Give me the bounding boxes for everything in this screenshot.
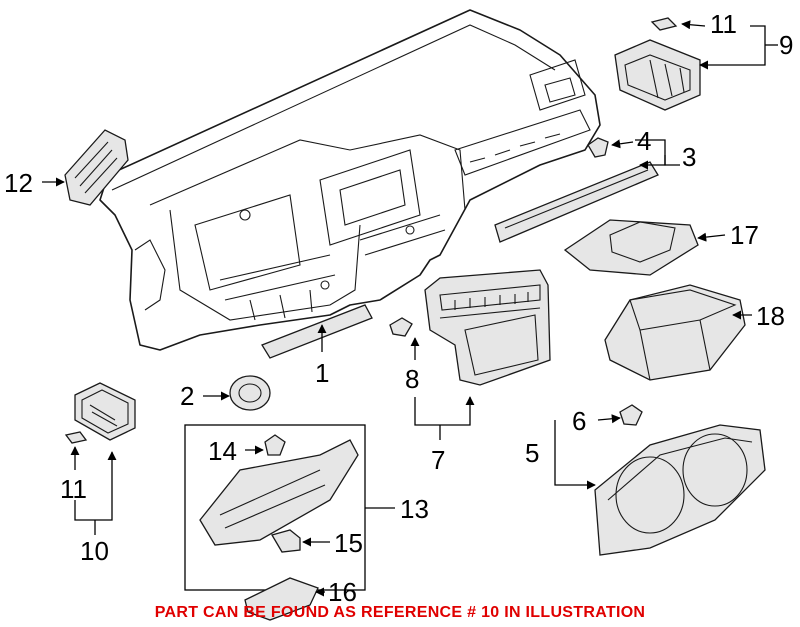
- callout-7: 7: [431, 445, 445, 475]
- callout-5: 5: [525, 438, 539, 468]
- switch-ring-part-2: [229, 375, 271, 411]
- callout-16: 16: [328, 577, 357, 607]
- center-bezel-part-7: [424, 269, 551, 386]
- callout-labels: 1 2 3 4 5 6 7 8 9 10 11 11 12 13 14 15 1…: [4, 9, 793, 607]
- callout-12: 12: [4, 168, 33, 198]
- callout-11-left: 11: [60, 474, 87, 504]
- callout-8: 8: [405, 364, 419, 394]
- callout-2: 2: [180, 381, 194, 411]
- tray-panel-part-17: [563, 219, 699, 276]
- callout-18: 18: [756, 301, 785, 331]
- callout-13: 13: [400, 494, 429, 524]
- side-vent-left: [64, 129, 129, 206]
- callout-17: 17: [730, 220, 759, 250]
- callout-9: 9: [779, 30, 793, 60]
- vent-left-part-10: [64, 382, 136, 444]
- trim-part-1: [261, 304, 373, 359]
- clip-part-8: [389, 317, 413, 337]
- trim-strip-part-3: [494, 161, 659, 243]
- clip-part-4: [587, 137, 609, 158]
- callout-15: 15: [334, 528, 363, 558]
- leader-lines: [42, 20, 778, 597]
- vent-right: [614, 17, 701, 111]
- callout-14: 14: [208, 436, 237, 466]
- callout-6: 6: [572, 406, 586, 436]
- callout-1: 1: [315, 358, 329, 388]
- airbag-module-part-18: [604, 284, 746, 381]
- callout-10: 10: [80, 536, 109, 566]
- footer-note: PART CAN BE FOUND AS REFERENCE # 10 IN I…: [155, 604, 646, 621]
- callout-4: 4: [637, 126, 651, 156]
- tray-part-16: [244, 577, 319, 621]
- callout-11-top: 11: [710, 9, 737, 39]
- callout-3: 3: [682, 142, 696, 172]
- dashboard-illustration: [99, 9, 601, 351]
- instrument-cluster-part-5: [594, 404, 766, 556]
